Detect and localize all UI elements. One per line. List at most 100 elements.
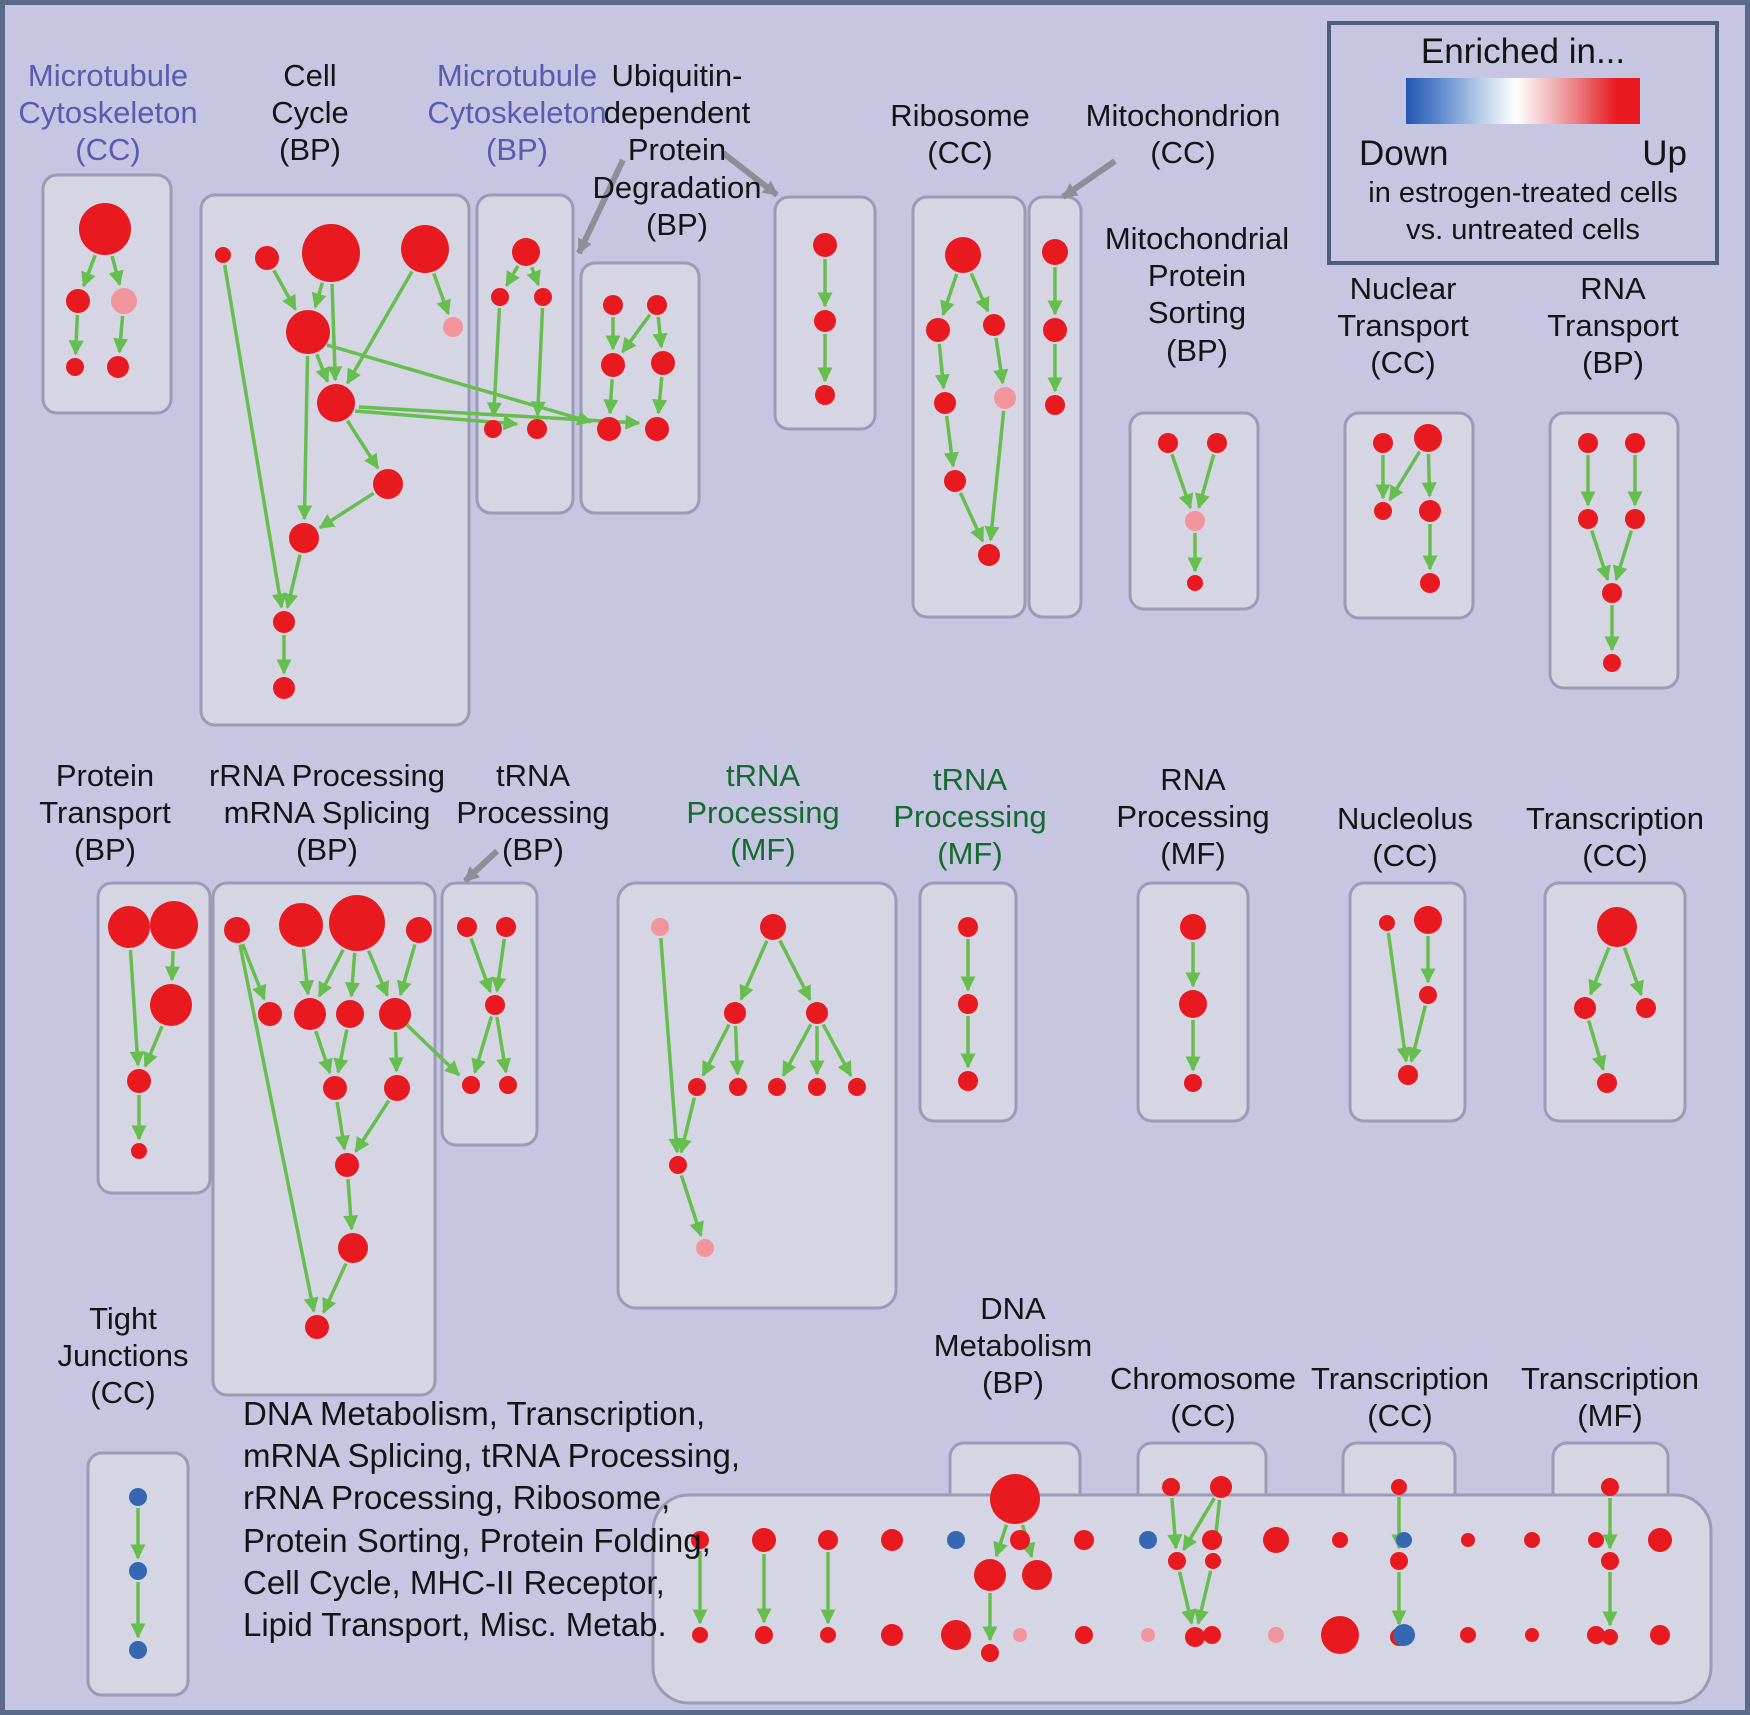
go-term-node-mitochondrial-protein-sorting-bp-1 [1207,433,1227,453]
go-term-node-trna-processing-mf-1-4 [688,1078,706,1096]
go-term-node-rrna-processing-mrna-splicing-bp-1 [279,903,323,947]
go-term-node-trna-processing-mf-1-6 [768,1078,786,1096]
go-term-node-trna-processing-mf-1-0 [651,918,669,936]
go-term-node-misc-categories-28 [1460,1627,1476,1643]
group-box-misc-categories [651,1493,1713,1705]
go-term-node-cell-cycle-bp-8 [289,523,319,553]
go-term-node-mitochondrion-cc-2 [1045,395,1065,415]
go-term-node-rna-transport-bp-5 [1603,654,1621,672]
go-term-node-protein-transport-bp-1 [150,901,198,949]
label-pointer-arrow [721,150,779,198]
go-term-node-ubiquitin-degradation-bp-3 [651,351,675,375]
relation-edge [311,282,327,309]
label-pointer-arrow [1061,158,1117,200]
relation-edge [495,1016,512,1074]
go-term-node-transcription-cc-1-0 [1597,907,1637,947]
go-term-node-cell-cycle-bp-3 [401,225,449,273]
go-term-node-nucleolus-cc-2 [1419,986,1437,1004]
relation-edge [335,1101,350,1151]
go-term-node-rna-processing-mf-0 [1180,914,1206,940]
relation-edge [238,944,319,1313]
cross-group-edge [326,343,593,426]
relation-edge [240,943,267,1001]
go-term-node-cell-cycle-bp-2 [302,224,360,282]
relation-edge [491,938,507,993]
relation-edge [781,1023,813,1077]
go-term-node-ribosome-cc-5 [944,470,966,492]
relation-edge [676,1097,697,1154]
go-term-node-ubiquitin-degradation-bp-4 [597,417,621,441]
go-term-node-dna-metabolism-bp-1 [974,1559,1006,1591]
go-term-node-microtubule-cytoskeleton-bp-2 [534,288,552,306]
go-term-node-ubiquitin-degradation-bp-5 [645,417,669,441]
group-box-cell-cycle-bp [199,193,471,727]
relation-edge [164,950,180,982]
group-box-rna-transport-bp [1548,411,1680,690]
go-term-node-misc-categories-10 [1332,1532,1348,1548]
cross-group-edge [405,1023,461,1077]
go-term-node-ubiquitin-degradation-bp-2-2 [815,385,835,405]
go-term-node-chromosome-cc-4 [1185,1627,1205,1647]
go-term-node-trna-processing-mf-1-9 [669,1156,687,1174]
go-term-node-misc-categories-5 [1010,1530,1030,1550]
go-term-node-misc-categories-11 [1396,1532,1412,1548]
relation-edge [993,1524,1009,1558]
go-term-node-transcription-cc-2-0 [1391,1479,1407,1495]
go-term-node-nuclear-transport-cc-4 [1420,573,1440,593]
go-term-node-cell-cycle-bp-10 [273,677,295,699]
relation-edge [729,1025,745,1076]
relation-edge [322,1262,348,1314]
relation-edge [1588,946,1611,996]
go-term-node-misc-categories-15 [1648,1528,1672,1552]
go-term-node-trna-processing-bp-3 [462,1076,480,1094]
group-box-microtubule-cytoskeleton-bp [475,193,575,515]
go-term-node-microtubule-cytoskeleton-cc-3 [66,358,84,376]
group-box-trna-processing-mf-1 [616,881,898,1310]
relation-edge [68,314,84,356]
relation-edge [1195,454,1216,509]
go-term-node-trna-processing-bp-1 [496,917,516,937]
go-term-node-nucleolus-cc-3 [1398,1065,1418,1085]
go-term-node-microtubule-cytoskeleton-cc-4 [107,356,129,378]
go-term-node-mitochondrial-protein-sorting-bp-3 [1187,575,1203,591]
relation-edge [314,1030,333,1075]
go-term-node-misc-categories-14 [1588,1532,1604,1548]
relation-edge [969,272,990,313]
relation-edge [471,1015,494,1074]
group-box-ubiquitin-degradation-bp [579,261,701,515]
go-term-node-rrna-processing-mrna-splicing-bp-7 [379,998,411,1030]
relation-edge [1170,453,1194,510]
go-term-node-transcription-cc-1-2 [1636,998,1656,1018]
go-term-node-rna-processing-mf-1 [1179,990,1207,1018]
go-term-node-trna-processing-bp-0 [457,917,477,937]
relation-edge [272,269,297,311]
go-term-node-misc-categories-31 [1650,1625,1670,1645]
go-term-node-cell-cycle-bp-5 [443,317,463,337]
go-term-node-misc-categories-17 [755,1626,773,1644]
go-term-node-rrna-processing-mrna-splicing-bp-0 [224,917,250,943]
go-term-node-chromosome-cc-2 [1168,1552,1186,1570]
go-term-node-mitochondrial-protein-sorting-bp-0 [1158,433,1178,453]
relation-edge [333,1029,349,1074]
go-term-node-dna-metabolism-bp-0 [990,1474,1040,1524]
go-term-node-misc-categories-22 [1075,1626,1093,1644]
relation-edge [345,270,414,385]
go-term-node-misc-categories-30 [1587,1626,1605,1644]
relation-edge [1177,1571,1196,1625]
go-term-node-rna-processing-mf-2 [1184,1074,1202,1092]
relation-edge [1194,1570,1213,1625]
legend-down-label: Down [1359,134,1449,173]
go-term-node-trna-processing-mf-1-10 [696,1239,714,1257]
go-term-node-mitochondrion-cc-0 [1042,239,1068,265]
go-term-node-misc-categories-0 [691,1531,709,1549]
misc-categories-label: DNA Metabolism, Transcription, mRNA Spli… [243,1395,741,1644]
go-term-node-microtubule-cytoskeleton-bp-4 [527,419,547,439]
group-box-transcription-cc-1 [1543,881,1687,1123]
go-term-node-misc-categories-27 [1393,1624,1415,1646]
go-term-node-rrna-processing-mrna-splicing-bp-10 [335,1153,359,1177]
go-term-node-transcription-cc-1-3 [1597,1073,1617,1093]
relation-edge [739,940,769,1001]
relation-edge [469,937,493,994]
go-term-node-rrna-processing-mrna-splicing-bp-2 [329,895,385,951]
go-term-node-rna-transport-bp-2 [1578,509,1598,529]
